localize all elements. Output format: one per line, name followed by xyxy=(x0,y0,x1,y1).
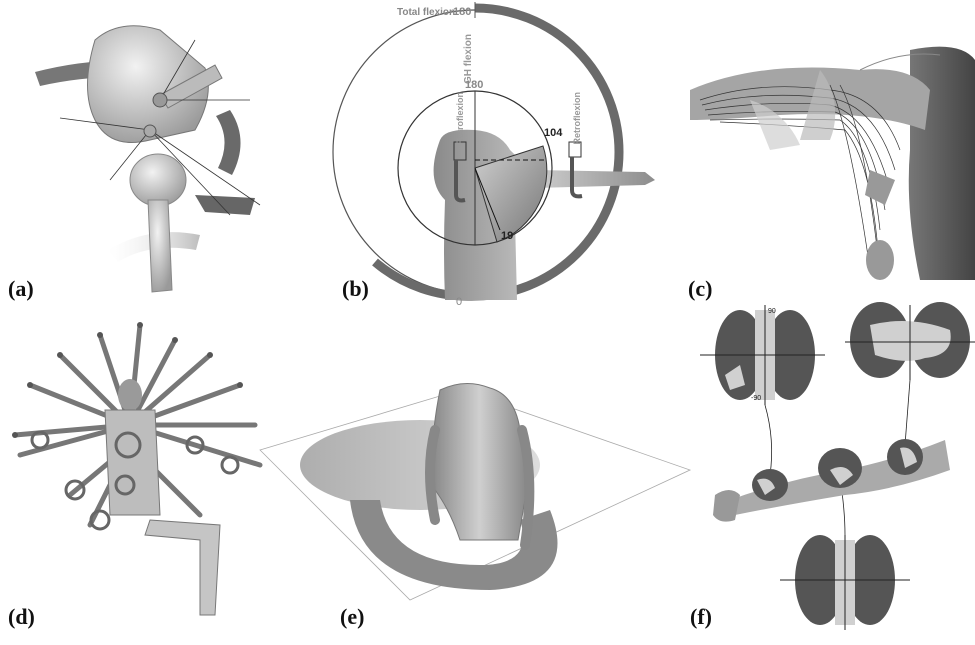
limit-map-3 xyxy=(780,535,910,630)
panel-label-f: (f) xyxy=(690,604,712,630)
retroflexion-left-label: Retroflexion xyxy=(455,92,465,145)
hand xyxy=(713,490,740,522)
joint-block xyxy=(865,170,895,205)
torso xyxy=(432,383,526,540)
angle-low-value: 19 xyxy=(501,230,513,242)
joint-limit-maps-illustration: 90 -90 xyxy=(695,300,975,640)
angle-value: 104 xyxy=(544,127,563,139)
panel-label-d: (d) xyxy=(8,604,35,630)
retroflexion-right-label: Retroflexion xyxy=(572,92,582,145)
elbow-marker xyxy=(866,240,894,280)
head xyxy=(118,379,142,411)
flexion-diagram: Total flexion 180 GH flexion 180 Retrofl… xyxy=(325,0,665,315)
tick-bottom: -90 xyxy=(751,395,761,402)
panel-label-c: (c) xyxy=(688,276,712,302)
panel-b: Total flexion 180 GH flexion 180 Retrofl… xyxy=(325,0,665,315)
joint-center-2 xyxy=(144,125,156,137)
legs xyxy=(145,520,220,615)
humeral-head xyxy=(130,154,186,206)
panel-label-a: (a) xyxy=(8,276,34,302)
gh-flexion-label: GH flexion xyxy=(463,34,474,84)
panel-f: 90 -90 xyxy=(695,300,975,640)
panel-label-e: (e) xyxy=(340,604,364,630)
limit-map-2 xyxy=(845,302,975,380)
humerus-shaft xyxy=(148,200,172,292)
gh-flexion-max: 180 xyxy=(465,79,483,91)
rotation-arc-dark-3 xyxy=(195,195,255,215)
torso-range-surface-illustration xyxy=(250,370,700,640)
zero-label: 0 xyxy=(456,296,462,308)
muscle-lines-illustration xyxy=(680,30,975,300)
panel-a xyxy=(0,0,320,310)
scapula-humerus-illustration xyxy=(0,0,320,310)
panel-c xyxy=(680,30,975,300)
limit-map-1: 90 -90 xyxy=(700,305,825,405)
total-flexion-label: Total flexion xyxy=(397,7,455,18)
panel-label-b: (b) xyxy=(342,276,369,302)
joint-center-1 xyxy=(153,93,167,107)
tick-top: 90 xyxy=(768,308,776,315)
total-flexion-max: 180 xyxy=(453,6,471,18)
panel-e xyxy=(250,370,700,640)
left-arm xyxy=(430,430,435,520)
body-skeleton xyxy=(105,410,160,515)
rotation-arc-dark-2 xyxy=(216,110,241,175)
